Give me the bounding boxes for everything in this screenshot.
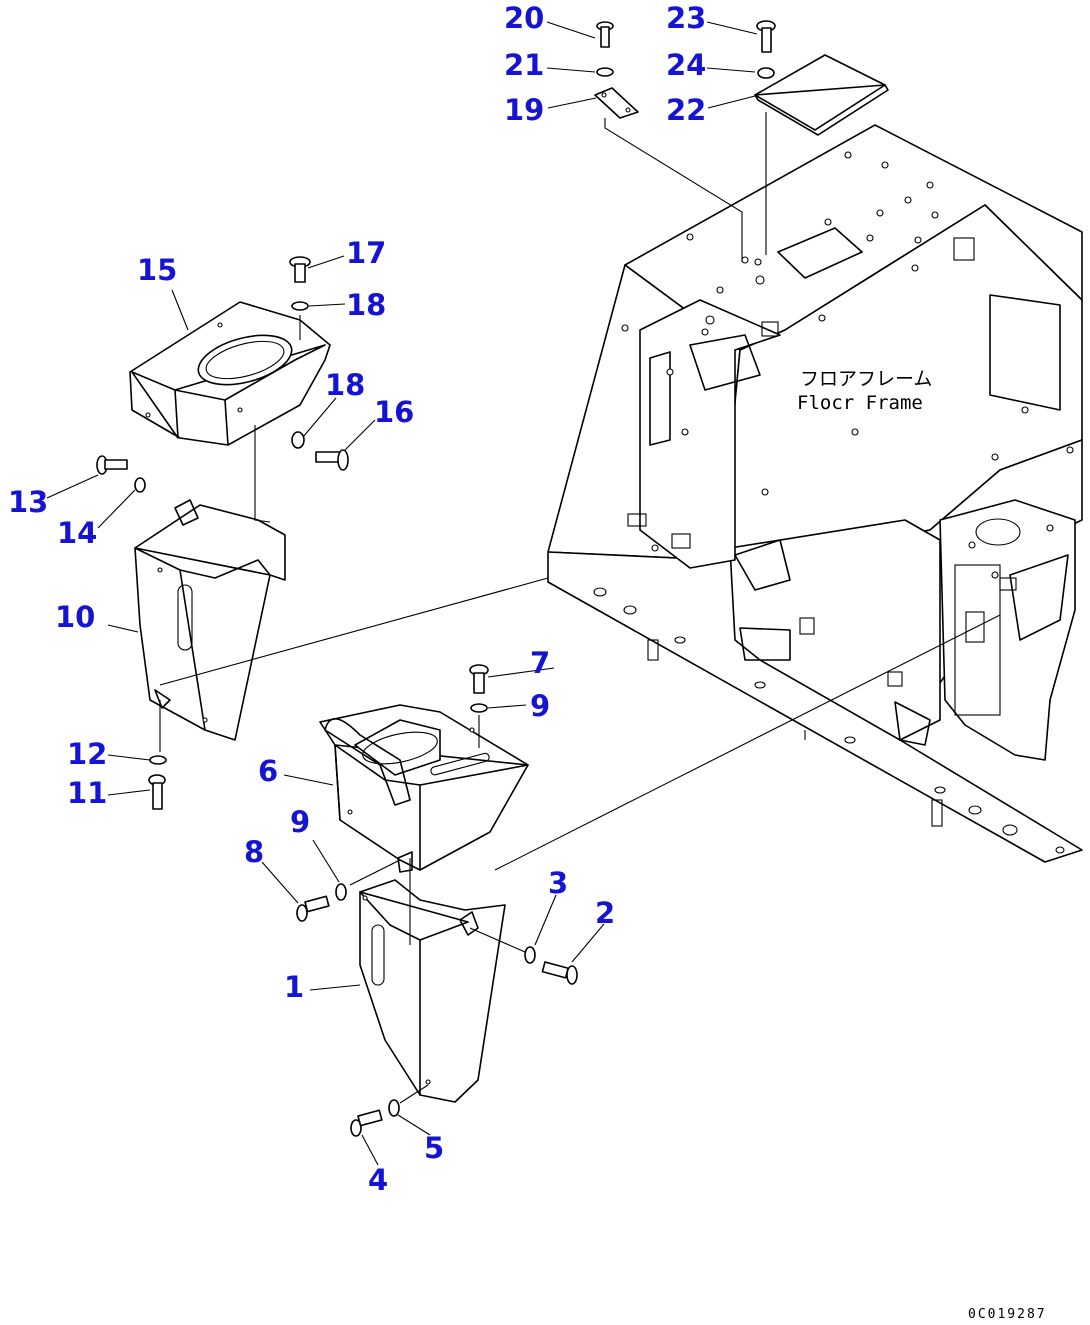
callout-23: 23 <box>666 1 706 35</box>
bolt-11 <box>148 774 166 810</box>
callout-4: 4 <box>368 1163 388 1197</box>
floor-frame-label-en: Flocr Frame <box>797 392 923 414</box>
callout-14: 14 <box>57 516 97 550</box>
washer-9-upper <box>470 703 488 713</box>
callout-11: 11 <box>67 776 107 810</box>
floor-frame-holes <box>621 151 1074 579</box>
callout-5: 5 <box>424 1131 444 1165</box>
callout-9-lower: 9 <box>290 805 310 839</box>
washer-18-upper <box>291 301 309 311</box>
lower-assembly <box>296 614 1001 1137</box>
callout-leaders <box>46 21 758 1166</box>
bolt-20 <box>596 21 614 48</box>
callout-1: 1 <box>284 970 304 1004</box>
callout-13: 13 <box>8 485 48 519</box>
frame-rail-holes <box>593 587 1065 854</box>
callout-7: 7 <box>530 646 550 680</box>
bolt-13 <box>96 455 128 475</box>
callout-6: 6 <box>258 754 278 788</box>
callout-2: 2 <box>595 896 615 930</box>
callout-18-upper: 18 <box>346 288 386 322</box>
bolt-7 <box>469 664 489 694</box>
washer-18-lower <box>291 431 305 449</box>
drawing-code: 0C019287 <box>968 1307 1047 1322</box>
top-cover-assembly <box>594 20 889 262</box>
bolt-16 <box>315 449 349 471</box>
cover-6-opening <box>354 719 441 776</box>
callout-16: 16 <box>374 395 414 429</box>
callout-9-upper: 9 <box>530 689 550 723</box>
upper-left-assembly <box>96 256 549 810</box>
washer-3 <box>524 946 536 964</box>
callout-20: 20 <box>504 1 544 35</box>
washer-9-lower <box>335 883 347 901</box>
cover-plate-22 <box>754 54 886 131</box>
callout-24: 24 <box>666 48 706 82</box>
callout-10: 10 <box>55 600 95 634</box>
cover-6-handle <box>324 718 411 806</box>
callout-12: 12 <box>67 737 107 771</box>
callout-17: 17 <box>346 236 386 270</box>
bolt-8 <box>296 895 330 922</box>
washer-5 <box>388 1099 400 1117</box>
callout-3: 3 <box>548 866 568 900</box>
floor-frame: フロアフレーム Flocr Frame <box>547 124 1083 863</box>
callout-21: 21 <box>504 48 544 82</box>
callout-8: 8 <box>244 835 264 869</box>
washer-24 <box>757 67 775 79</box>
cover-15-opening <box>197 334 293 386</box>
bolt-4 <box>350 1109 383 1137</box>
bracket-19 <box>594 87 639 119</box>
callout-19: 19 <box>504 93 544 127</box>
washer-12 <box>149 755 167 765</box>
floor-frame-front-column <box>639 299 781 569</box>
bolt-23 <box>756 20 776 53</box>
floor-frame-label-jp: フロアフレーム <box>800 368 932 390</box>
cover-10 <box>134 504 286 741</box>
callout-15: 15 <box>137 253 177 287</box>
washer-21 <box>596 67 614 77</box>
washer-14 <box>134 477 146 493</box>
callout-22: 22 <box>666 93 706 127</box>
callout-numbers: 20 21 19 23 24 22 15 17 18 18 16 13 14 1… <box>8 1 706 1197</box>
bolt-17 <box>289 256 311 283</box>
bolt-2 <box>541 961 578 985</box>
callout-18-lower: 18 <box>325 368 365 402</box>
cover-1 <box>359 879 506 1103</box>
